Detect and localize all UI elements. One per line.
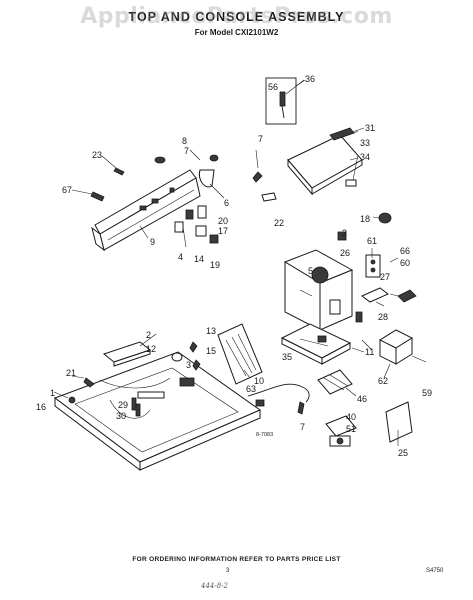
callout-27: 27 — [380, 272, 390, 282]
parts-29-30-hinges — [131, 397, 141, 417]
part-62-box — [378, 329, 414, 365]
part-2-lid — [102, 341, 152, 367]
callout-labels: 36 56 31 33 34 8 7 7 23 67 6 22 18 20 17… — [36, 74, 432, 458]
callout-12: 12 — [146, 344, 156, 354]
part-27-bracket — [361, 287, 389, 303]
part-11-bracket — [361, 339, 373, 351]
callout-35: 35 — [282, 352, 292, 362]
part-34-top-cover — [287, 127, 363, 196]
callout-60: 60 — [400, 258, 410, 268]
callout-61: 61 — [367, 236, 377, 246]
part-13-screw — [189, 341, 198, 353]
callout-26: 26 — [340, 248, 350, 258]
part-9-console-panel — [91, 169, 201, 252]
callout-63: 63 — [246, 384, 256, 394]
callout-7-mid: 7 — [258, 134, 263, 144]
callout-16: 16 — [36, 402, 46, 412]
callout-40: 40 — [346, 412, 356, 422]
part-16-screw — [68, 396, 76, 404]
callout-15: 15 — [206, 346, 216, 356]
callout-20: 20 — [218, 216, 228, 226]
part-36-control-bracket — [265, 77, 306, 125]
callout-36: 36 — [305, 74, 315, 84]
part-60-thermostat — [389, 289, 417, 303]
page-number: 3 — [226, 568, 230, 574]
callout-13: 13 — [206, 326, 216, 336]
callout-6: 6 — [224, 198, 229, 208]
model-subtitle: For Model CXI2101W2 — [194, 28, 279, 37]
callout-2: 2 — [146, 330, 151, 340]
callout-25: 25 — [398, 448, 408, 458]
callout-18: 18 — [360, 214, 370, 224]
part-35-base-plate — [280, 323, 352, 365]
callout-56: 56 — [268, 82, 278, 92]
part-10-panel — [217, 323, 263, 385]
plate-code: S4750 — [426, 568, 444, 574]
callout-22: 22 — [274, 218, 284, 228]
callout-29: 29 — [118, 400, 128, 410]
part-7-screw-lower — [297, 401, 305, 415]
part-25-plate — [385, 401, 413, 443]
callout-17: 17 — [218, 226, 228, 236]
part-12-grommet — [171, 352, 183, 362]
part-15-screw — [192, 359, 201, 371]
part-18-knob — [372, 212, 392, 224]
callout-51: 51 — [346, 424, 356, 434]
part-7-screw-left — [252, 149, 263, 183]
handwritten-note: 444-8-2 — [201, 582, 228, 590]
part-6-console-endcap — [198, 169, 215, 188]
callout-9: 9 — [150, 237, 155, 247]
callout-7-top: 7 — [184, 146, 189, 156]
ordering-footer-note: FOR ORDERING INFORMATION REFER TO PARTS … — [132, 556, 341, 563]
callout-7-low: 7 — [300, 422, 305, 432]
callout-34: 34 — [360, 152, 370, 162]
part-40-switch — [325, 415, 357, 447]
callout-3: 3 — [342, 228, 347, 238]
callout-23: 23 — [92, 150, 102, 160]
callout-3b: 3 — [186, 360, 191, 370]
part-61-switch — [365, 254, 381, 278]
callout-14: 14 — [194, 254, 204, 264]
callout-21: 21 — [66, 368, 76, 378]
callout-30: 30 — [116, 411, 126, 421]
callout-66: 66 — [400, 246, 410, 256]
part-23-screw — [113, 167, 125, 176]
callout-19: 19 — [210, 260, 220, 270]
callout-67: 67 — [62, 185, 72, 195]
callout-8: 8 — [182, 136, 187, 146]
main-top-assembly — [53, 351, 262, 472]
diagram-title: TOP AND CONSOLE ASSEMBLY — [128, 10, 345, 24]
callout-31: 31 — [365, 123, 375, 133]
callout-10: 10 — [254, 376, 264, 386]
leader-lines — [53, 79, 399, 446]
part-67-screw — [90, 191, 105, 202]
callout-4: 4 — [178, 252, 183, 262]
part-5-control-housing — [283, 249, 354, 331]
diagram-code: 8-7083 — [256, 432, 273, 438]
callout-59: 59 — [422, 388, 432, 398]
part-59-wire — [411, 355, 427, 363]
callout-11: 11 — [365, 347, 374, 357]
part-22-clip — [261, 192, 277, 202]
callout-5: 5 — [308, 266, 313, 276]
part-63-wire-harness — [247, 383, 310, 407]
part-21-screw — [83, 377, 95, 388]
part-46-bracket — [317, 369, 353, 395]
callout-33: 33 — [360, 138, 370, 148]
callout-28: 28 — [378, 312, 388, 322]
callout-62: 62 — [378, 376, 388, 386]
part-8-screw — [154, 154, 219, 164]
callout-1: 1 — [50, 388, 55, 398]
part-3-terminal — [337, 231, 347, 241]
part-28-screw — [355, 311, 363, 323]
callout-46: 46 — [357, 394, 367, 404]
switch-parts-4-14-17-19-20 — [174, 205, 219, 248]
